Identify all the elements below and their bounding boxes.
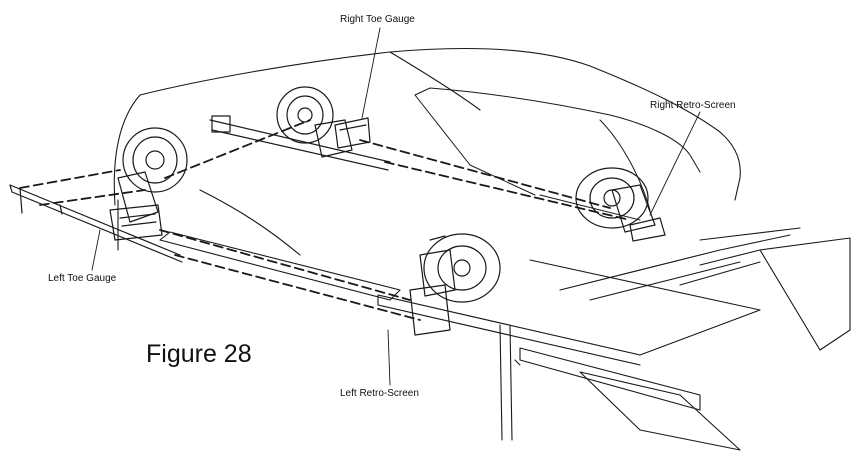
left-retro-screen-head	[409, 235, 456, 336]
right-retro-screen-head	[611, 184, 666, 242]
lift-runway	[159, 227, 851, 451]
right-toe-gauge-label: Right Toe Gauge	[340, 14, 415, 25]
wheel-right-rear	[575, 167, 649, 229]
left-toe-gauge-label: Left Toe Gauge	[48, 273, 117, 284]
right-toe-gauge-head	[314, 117, 371, 158]
car-windows	[414, 87, 701, 221]
left-toe-gauge-head	[109, 171, 163, 241]
right-retro-screen-label: Right Retro-Screen	[650, 100, 736, 111]
left-retro-screen-label: Left Retro-Screen	[340, 388, 419, 399]
wheel-right-front	[276, 86, 334, 144]
car-body	[113, 47, 741, 256]
callout-leaders	[91, 27, 701, 386]
left-toe-gauge-bar	[9, 184, 183, 263]
laser-lines	[19, 119, 631, 321]
wheel-left-rear	[423, 233, 501, 303]
lift-post	[499, 324, 521, 441]
right-toe-gauge-bar	[209, 115, 391, 171]
wheel-left-front	[122, 127, 188, 193]
figure-caption: Figure 28	[146, 340, 252, 368]
